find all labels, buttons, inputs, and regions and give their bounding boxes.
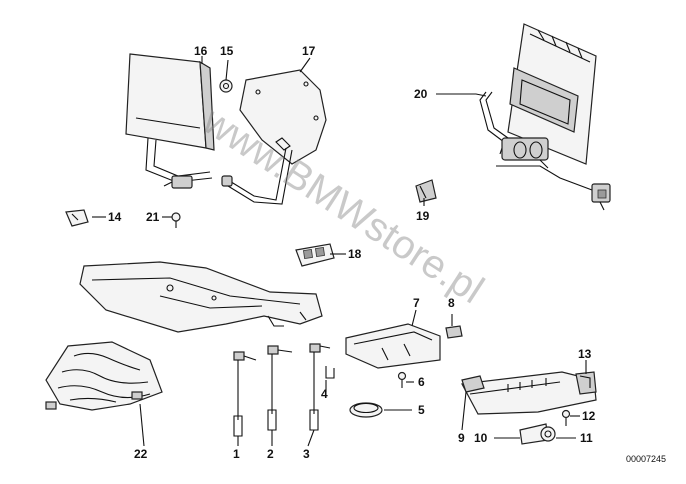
part-17-back-plate	[221, 69, 327, 205]
part-8-pad	[445, 325, 463, 339]
callout-18: 18	[348, 247, 362, 261]
callout-11: 11	[580, 431, 593, 445]
callout-12: 12	[582, 409, 596, 423]
callout-1: 1	[233, 447, 240, 461]
callout-22: 22	[134, 447, 148, 461]
callout-8: 8	[448, 296, 455, 310]
part-18-switch	[295, 243, 335, 267]
callout-15: 15	[220, 44, 234, 58]
part-9-switch	[461, 375, 485, 393]
part-11-knob	[540, 426, 556, 442]
reference-code: 00007245	[626, 454, 666, 464]
part-2-cable	[267, 345, 293, 431]
part-6-screw	[397, 371, 407, 388]
seat-cushion-shell	[79, 261, 323, 333]
callout-19: 19	[416, 209, 430, 223]
callout-6: 6	[418, 375, 425, 389]
callout-3: 3	[303, 447, 310, 461]
callout-21: 21	[146, 210, 160, 224]
part-14-bracket	[65, 209, 89, 227]
leader-lines	[92, 56, 587, 447]
callout-17: 17	[302, 44, 316, 58]
part-5-ring	[349, 402, 383, 418]
callout-2: 2	[267, 447, 274, 461]
part-22-heating-mat	[45, 341, 163, 411]
part-20-backrest-frame	[479, 23, 611, 211]
callout-13: 13	[578, 347, 592, 361]
part-16-backrest-pad	[125, 53, 215, 189]
callout-14: 14	[108, 210, 122, 224]
callout-4: 4	[321, 387, 328, 401]
callout-16: 16	[194, 44, 208, 58]
callout-9: 9	[458, 431, 465, 445]
callout-7: 7	[413, 296, 420, 310]
part-1-cable	[233, 351, 257, 437]
part-12-screw	[561, 409, 571, 426]
part-3-cable	[309, 343, 331, 431]
callout-5: 5	[418, 403, 425, 417]
part-15-nut	[219, 79, 233, 93]
callout-20: 20	[414, 87, 428, 101]
part-13-side-trim	[461, 371, 597, 415]
part-7-holder	[345, 323, 441, 369]
part-4-clip	[325, 366, 335, 379]
callout-10: 10	[474, 431, 488, 445]
part-21-screw	[171, 212, 181, 228]
part-19-clip	[415, 179, 437, 203]
